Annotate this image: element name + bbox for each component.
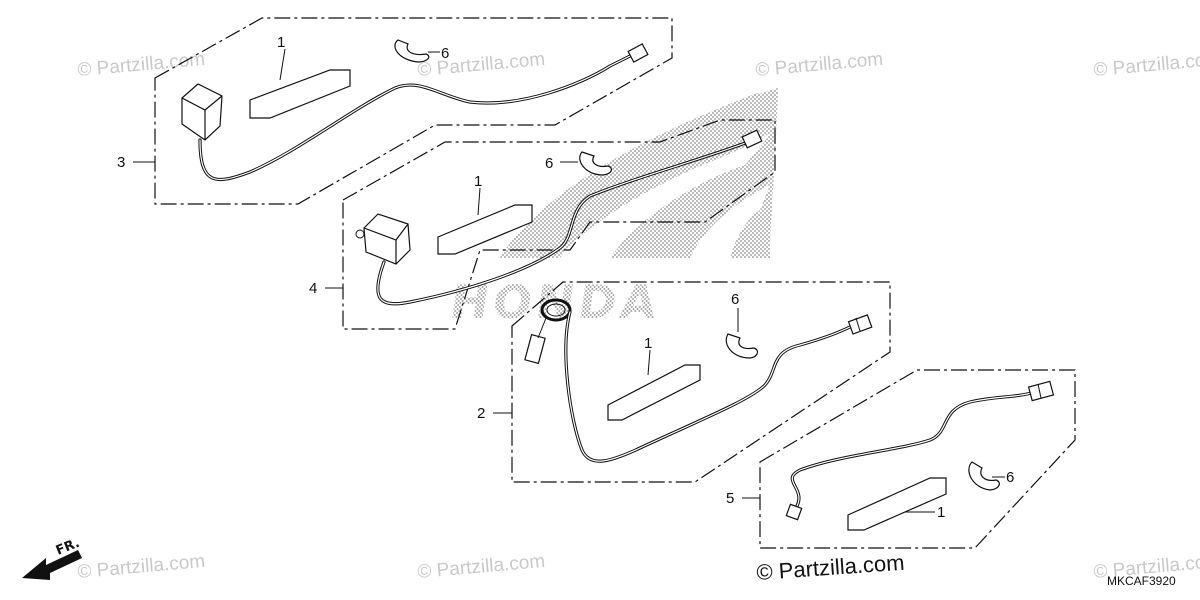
control-module[interactable] xyxy=(181,83,223,141)
watermark-text: © Partzilla.com xyxy=(77,49,206,81)
wire-clip[interactable] xyxy=(725,333,759,359)
connector[interactable] xyxy=(741,129,763,149)
pad-label: 1 xyxy=(644,335,652,352)
part-group-3: 3 1 6 xyxy=(117,17,673,205)
part-number-label: 2 xyxy=(477,405,485,422)
part-frame xyxy=(342,119,776,330)
connector[interactable] xyxy=(1027,380,1055,402)
arrow-icon xyxy=(22,550,82,580)
front-direction-arrow: FR. xyxy=(22,536,82,580)
sensor-coil[interactable] xyxy=(524,298,572,365)
part-number-label: 4 xyxy=(309,280,317,297)
part-frame xyxy=(154,17,673,205)
adhesive-pad[interactable] xyxy=(249,69,351,119)
wiring-harness xyxy=(564,310,854,463)
watermark-text: © Partzilla.com xyxy=(755,49,884,81)
part-frame xyxy=(759,369,1076,549)
wire-clip[interactable] xyxy=(579,151,613,176)
honda-wing-stripe xyxy=(562,92,762,200)
pad-label: 1 xyxy=(474,173,482,190)
control-module[interactable] xyxy=(355,213,411,265)
pad-label: 1 xyxy=(937,504,945,521)
part-group-2: 2 1 6 xyxy=(477,281,891,483)
pad-label: 1 xyxy=(277,34,285,51)
watermark-text: © Partzilla.com xyxy=(77,551,206,583)
part-group-5: 5 1 6 xyxy=(726,369,1076,549)
watermark-text: © Partzilla.com xyxy=(1093,49,1200,81)
clip-label: 6 xyxy=(1006,469,1014,486)
clip-label: 6 xyxy=(731,291,739,308)
diagram-code: MKCAF3920 xyxy=(1107,574,1176,588)
clip-label: 6 xyxy=(441,45,449,62)
adhesive-pad[interactable] xyxy=(437,204,533,255)
adhesive-pad[interactable] xyxy=(607,364,701,421)
part-group-4: 4 1 6 xyxy=(309,119,776,330)
connector[interactable] xyxy=(627,43,649,63)
connector[interactable] xyxy=(847,314,873,335)
part-number-label: 3 xyxy=(117,154,125,171)
adhesive-pad[interactable] xyxy=(847,477,947,531)
connector[interactable] xyxy=(785,503,803,521)
part-number-label: 5 xyxy=(726,490,734,507)
copyright-text: © Partzilla.com xyxy=(756,550,906,585)
wire-clip[interactable] xyxy=(968,461,1000,491)
part-frame xyxy=(511,281,891,483)
wire-clip[interactable] xyxy=(394,39,430,63)
honda-wing-logo: HONDA xyxy=(447,88,778,329)
watermark-text: © Partzilla.com xyxy=(417,49,546,81)
watermark-text: © Partzilla.com xyxy=(417,551,546,583)
clip-label: 6 xyxy=(545,155,553,172)
honda-wing-shape xyxy=(500,88,778,258)
